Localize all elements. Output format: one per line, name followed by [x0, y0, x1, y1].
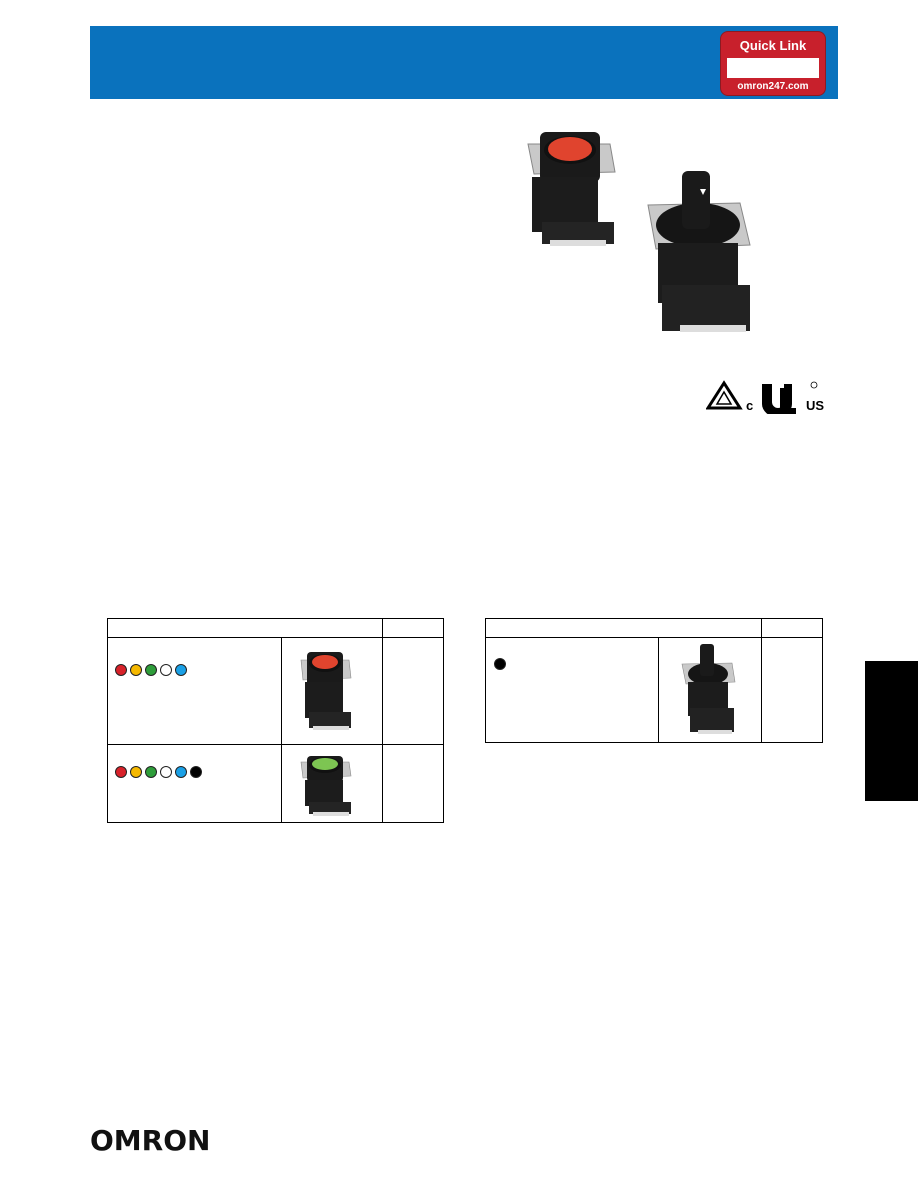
table-cell-colors	[106, 744, 283, 823]
table-cell-code	[382, 744, 444, 823]
quick-link-url[interactable]: omron247.com	[737, 81, 809, 92]
table-header-cell	[106, 618, 384, 638]
color-dot-yellow	[130, 664, 142, 676]
certification-marks: c US	[706, 380, 824, 414]
cert-us-mark: US	[806, 398, 824, 413]
table-row	[106, 744, 444, 823]
color-options-right-row-1	[494, 658, 506, 670]
section-side-tab	[865, 661, 918, 801]
selector-switch-product-image	[647, 171, 751, 332]
color-dot-red	[115, 664, 127, 676]
color-dot-blue	[175, 766, 187, 778]
selector-switch-thumbnail	[681, 644, 736, 734]
color-dot-black	[494, 658, 506, 670]
table-header-row	[485, 618, 823, 638]
left-product-table	[106, 618, 444, 823]
quick-link-badge[interactable]: Quick Link omron247.com	[720, 31, 826, 96]
red-pushbutton-thumbnail	[300, 652, 352, 730]
table-cell-colors	[485, 637, 659, 743]
table-cell-code	[761, 637, 823, 743]
color-dot-white	[160, 766, 172, 778]
table-header-cell	[382, 618, 444, 638]
omron-logo: OMRON	[90, 1124, 211, 1157]
quick-link-input-box[interactable]	[727, 58, 819, 78]
table-cell-colors	[106, 637, 283, 745]
red-pushbutton-product-image	[527, 132, 616, 246]
right-product-table	[485, 618, 823, 743]
quick-link-title: Quick Link	[739, 38, 807, 53]
color-dot-red	[115, 766, 127, 778]
green-pushbutton-thumbnail	[300, 756, 352, 816]
color-dot-white	[160, 664, 172, 676]
table-header-cell	[485, 618, 762, 638]
color-dot-blue	[175, 664, 187, 676]
color-options-row-1	[115, 664, 187, 676]
table-row	[106, 637, 444, 745]
color-dot-yellow	[130, 766, 142, 778]
table-header-cell	[761, 618, 823, 638]
color-options-row-2	[115, 766, 202, 778]
table-cell-code	[382, 637, 444, 745]
table-row	[485, 637, 823, 743]
cert-c-mark: c	[746, 398, 753, 413]
header-banner	[90, 26, 838, 99]
color-dot-green	[145, 664, 157, 676]
color-dot-green	[145, 766, 157, 778]
table-header-row	[106, 618, 444, 638]
color-dot-black	[190, 766, 202, 778]
